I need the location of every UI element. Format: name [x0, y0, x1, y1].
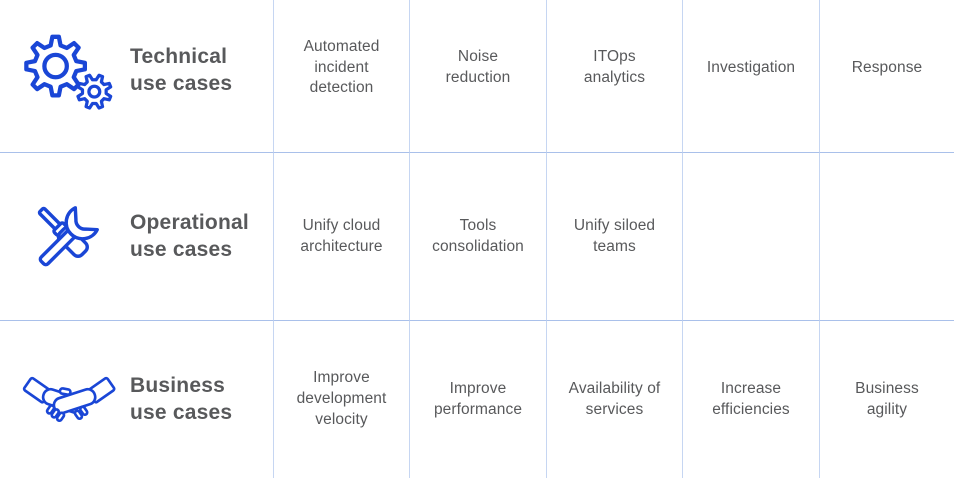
handshake-icon	[18, 367, 118, 432]
row-header-label-line1: Technical	[130, 45, 228, 69]
use-case-cell: Improve performance	[409, 320, 546, 478]
use-case-cell: ITOps analytics	[546, 0, 682, 152]
row-header-label-line2: use cases	[130, 400, 233, 424]
use-case-label: Automated incident detection	[303, 37, 380, 97]
gears-icon	[18, 32, 118, 111]
use-case-label: Improve development velocity	[296, 369, 387, 428]
use-case-cell: Investigation	[682, 0, 819, 152]
use-case-cell: Noise reduction	[409, 0, 546, 152]
row-header-label-line1: Operational	[130, 210, 249, 234]
use-case-cell: Improve development velocity	[273, 320, 409, 478]
row-header-business: Business use cases	[0, 320, 273, 478]
use-case-cell: Business agility	[819, 320, 954, 478]
row-header-label-line2: use cases	[130, 237, 233, 261]
use-case-label: Unify siloed teams	[573, 216, 656, 255]
use-case-label: Improve performance	[433, 379, 523, 418]
row-header-label: Technical use cases	[130, 44, 232, 97]
use-case-label: Noise reduction	[445, 48, 511, 86]
use-case-cell: Tools consolidation	[409, 152, 546, 320]
row-header-label-line1: Business	[130, 373, 225, 397]
use-case-cell: Response	[819, 0, 954, 152]
row-header-technical: Technical use cases	[0, 0, 273, 152]
use-case-label: Tools consolidation	[432, 216, 524, 255]
use-case-cell: Unify cloud architecture	[273, 152, 409, 320]
row-header-label: Operational use cases	[130, 210, 249, 263]
use-case-cell-empty	[682, 152, 819, 320]
use-case-cell: Increase efficiencies	[682, 320, 819, 478]
use-case-label: Availability of services	[568, 379, 661, 418]
use-case-label: Response	[851, 58, 923, 76]
use-case-cell-empty	[819, 152, 954, 320]
row-header-label: Business use cases	[130, 373, 232, 426]
use-case-label: Unify cloud architecture	[300, 216, 383, 255]
use-case-cell: Automated incident detection	[273, 0, 409, 152]
use-case-cell: Unify siloed teams	[546, 152, 682, 320]
use-case-label: Increase efficiencies	[712, 379, 790, 418]
row-header-label-line2: use cases	[130, 72, 233, 95]
row-header-operational: Operational use cases	[0, 152, 273, 320]
use-case-label: ITOps analytics	[583, 48, 646, 86]
use-case-label: Investigation	[706, 58, 796, 76]
use-case-label: Business agility	[855, 379, 919, 418]
tools-icon	[18, 194, 118, 280]
use-case-cell: Availability of services	[546, 320, 682, 478]
